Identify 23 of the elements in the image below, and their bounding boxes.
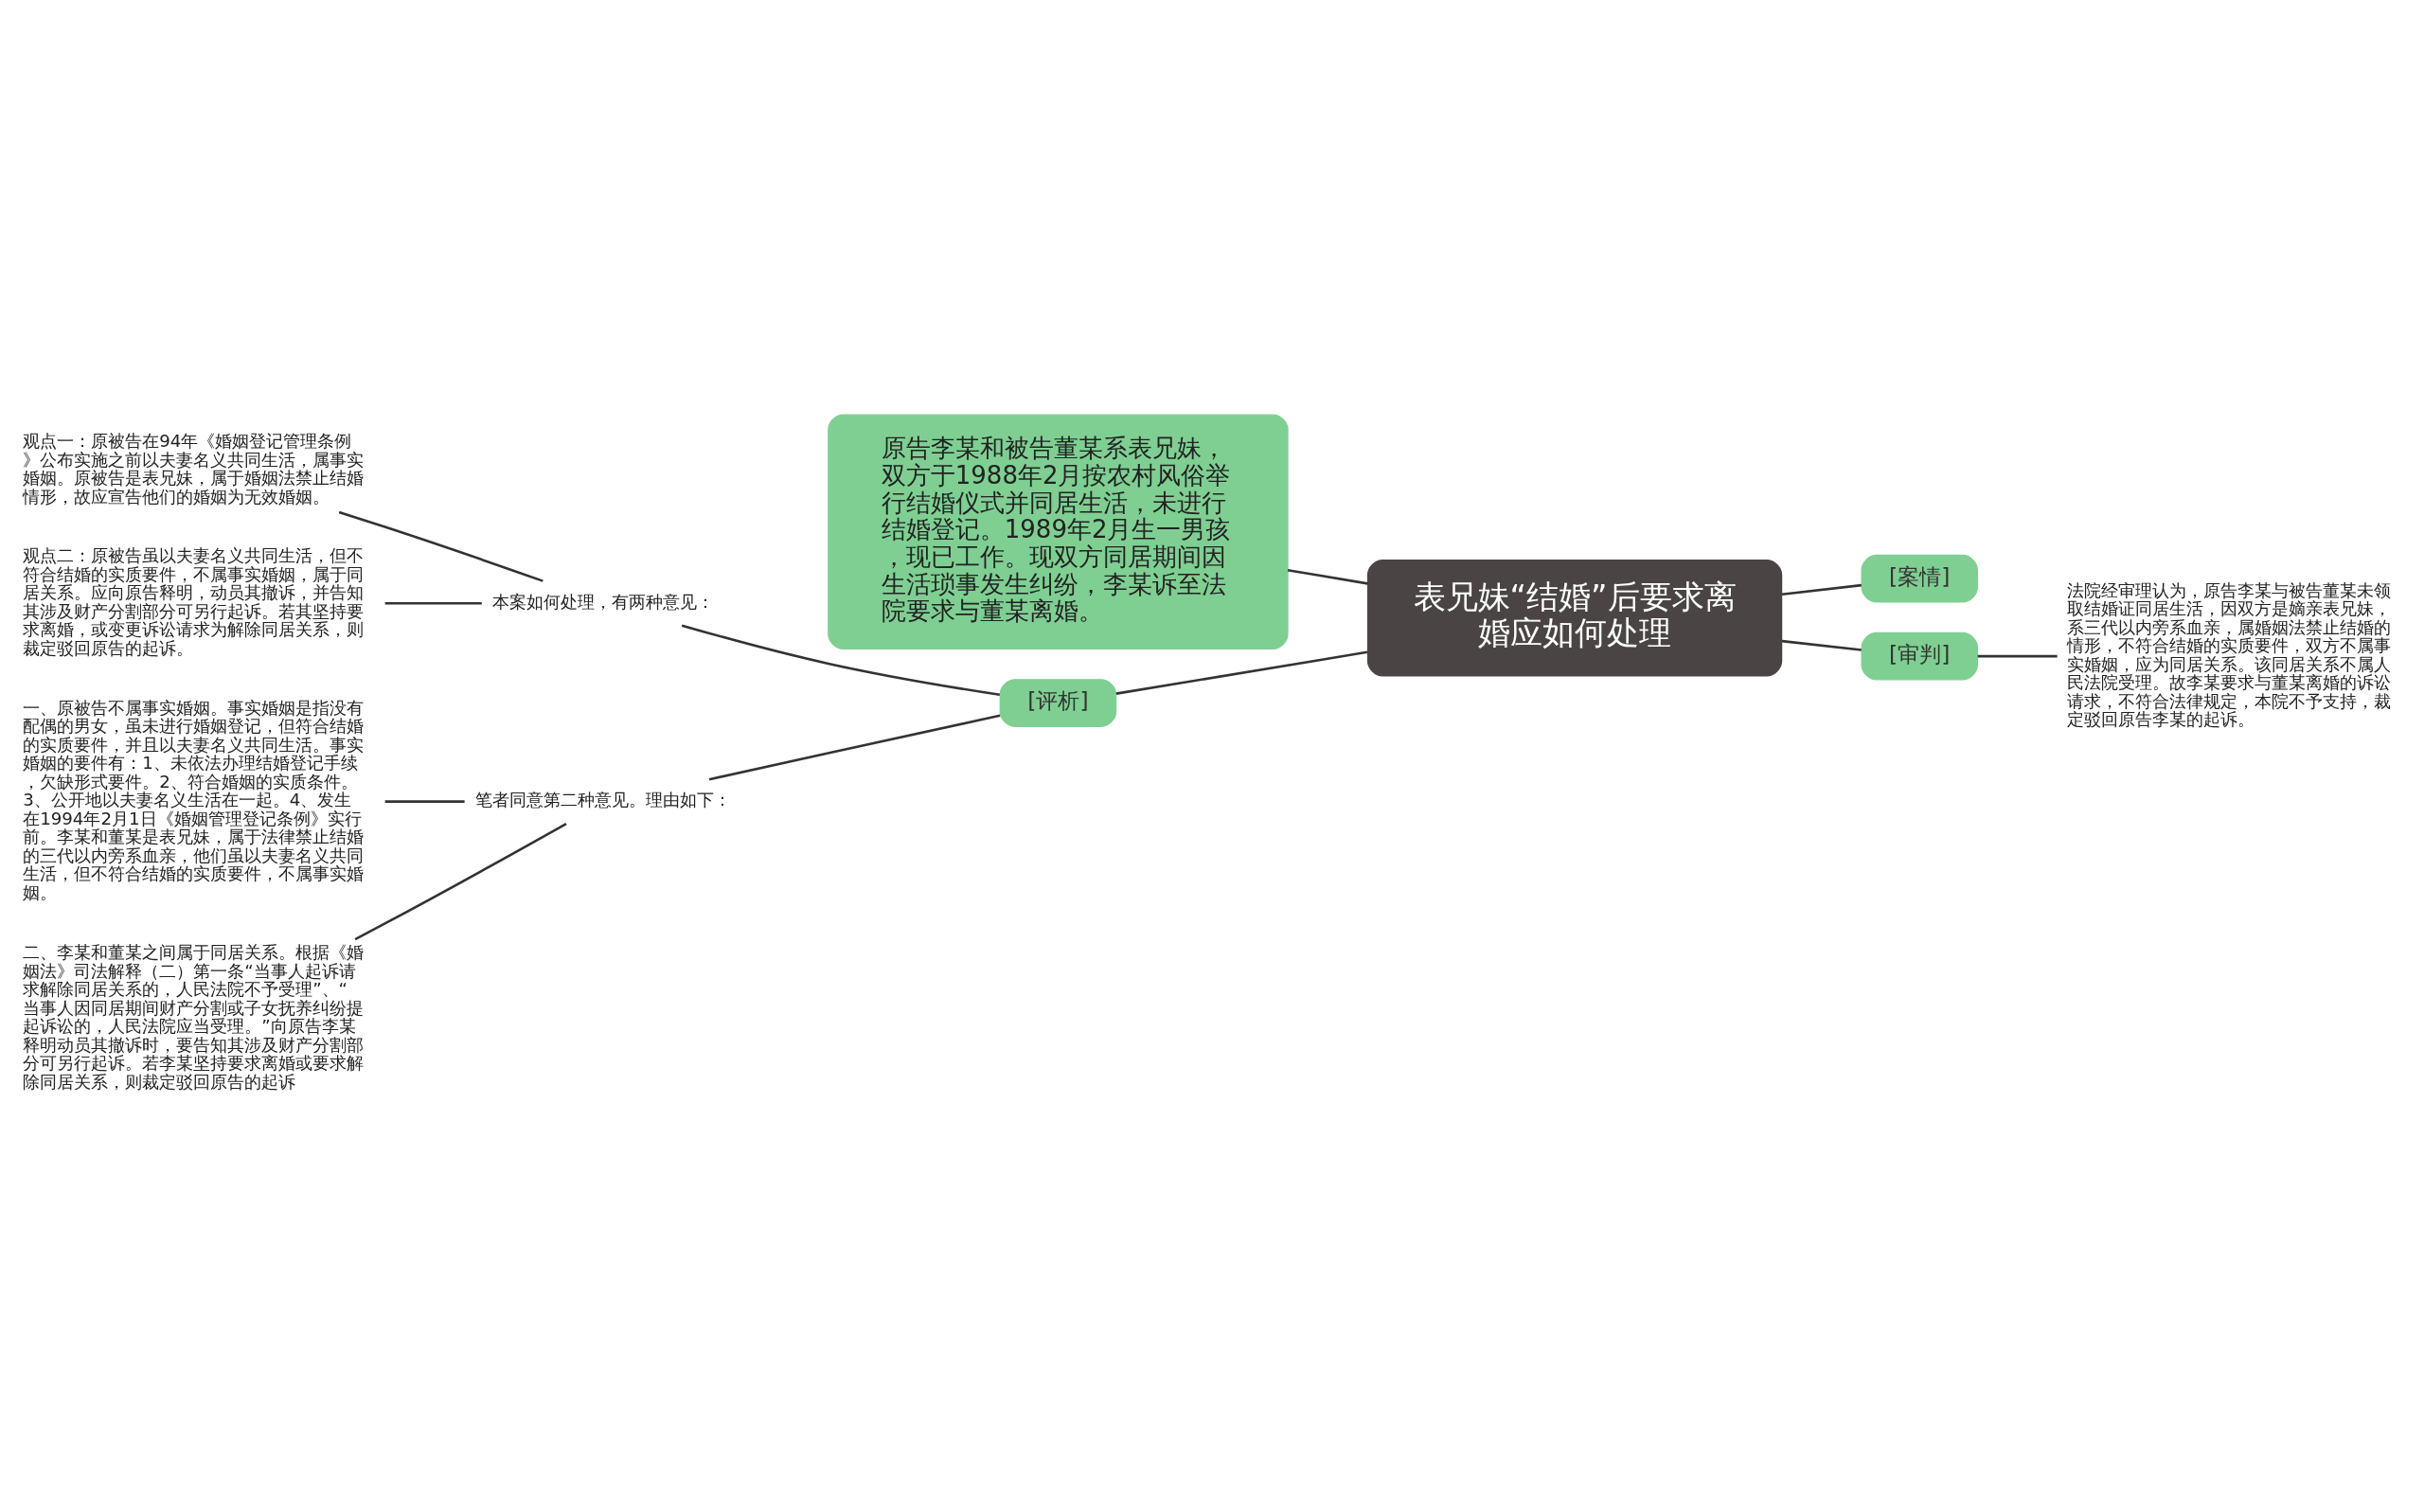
connector	[1781, 639, 1862, 651]
node-box: [审判]	[1861, 631, 1979, 681]
node-text: 本案如何处理，有两种意见：	[491, 592, 714, 613]
connector	[354, 822, 567, 941]
node-box: 表兄妹“结婚”后要求离婚应如何处理	[1366, 560, 1783, 677]
node-text: 观点一：原被告在94年《婚姻登记管理条例》公布实施之前以夫妻名义共同生活，属事实婚姻。原被告是表兄妹，属于婚姻法禁止结婚情形，故应宣告他们的婚姻为无效婚姻。	[23, 431, 365, 507]
node-text: 法院经审理认为，原告李某与被告董某未领取结婚证同居生活，因双方是嫡亲表兄妹，系三代以内旁系血亲，属婚姻法禁止结婚的情形，不符合结婚的实质要件，双方不属事实婚姻，应为同居关系。该同居关系不属人民法院受理。故李某要求与董某离婚的诉讼请求，不符合法律规定，本院不予支持，裁定驳回原告李某的起诉。	[2067, 579, 2392, 730]
node-box: [案情]	[1861, 554, 1979, 603]
connector	[1287, 568, 1368, 585]
connector	[338, 510, 544, 582]
node-text: 一、原被告不属事实婚姻。事实婚姻是指没有配偶的男女，虽未进行婚姻登记，但符合结婚的实质要件，并且以夫妻名义共同生活。事实婚姻的要件有：1、未依法办理结婚登记手续，欠缺形式要件。2、符合婚姻的实质条件。3、公开地以夫妻名义生活在一起。4、发生在1994年2月1日《婚姻管理登记条例》实行前。李某和董某是表兄妹，属于法律禁止结婚的三代以内旁系血亲，他们虽以夫妻名义共同生活，但不符合结婚的实质要件，不属事实婚姻。	[23, 697, 365, 902]
connector	[384, 601, 482, 605]
connector	[384, 800, 465, 803]
connector	[681, 624, 1000, 697]
connector	[1977, 654, 2058, 658]
node-text: 二、李某和董某之间属于同居关系。根据《婚姻法》司法解释（二）第一条“当事人起诉请求解除同居关系的，人民法院不予受理”、“当事人因同居期间财产分割或子女抚养纠纷提起诉讼的，人民法院应当受理。”向原告李某释明动员其撤诉时，要告知其涉及财产分割部分可另行起诉。若李某坚持要求离婚或要求解除同居关系，则裁定驳回原告的起诉	[23, 942, 365, 1092]
node-text: 观点二：原被告虽以夫妻名义共同生活，但不符合结婚的实质要件，不属事实婚姻，属于同居关系。应向原告释明，动员其撤诉，并告知其涉及财产分割部分可另行起诉。若其坚持要求离婚，或变更诉讼请求为解除同居关系，则裁定驳回原告的起诉。	[23, 545, 365, 658]
node-text: 笔者同意第二种意见。理由如下：	[474, 790, 731, 810]
connector	[1115, 650, 1368, 695]
connector	[708, 714, 1001, 781]
node-box: [评析]	[999, 679, 1117, 727]
node-box: 原告李某和被告董某系表兄妹，双方于1988年2月按农村风俗举行结婚仪式并同居生活，未进行结婚登记。1989年2月生一男孩，现已工作。现双方同居期间因生活琐事发生纠纷，李某诉至法院要求与董某离婚。	[828, 414, 1289, 649]
connector	[1781, 583, 1862, 596]
